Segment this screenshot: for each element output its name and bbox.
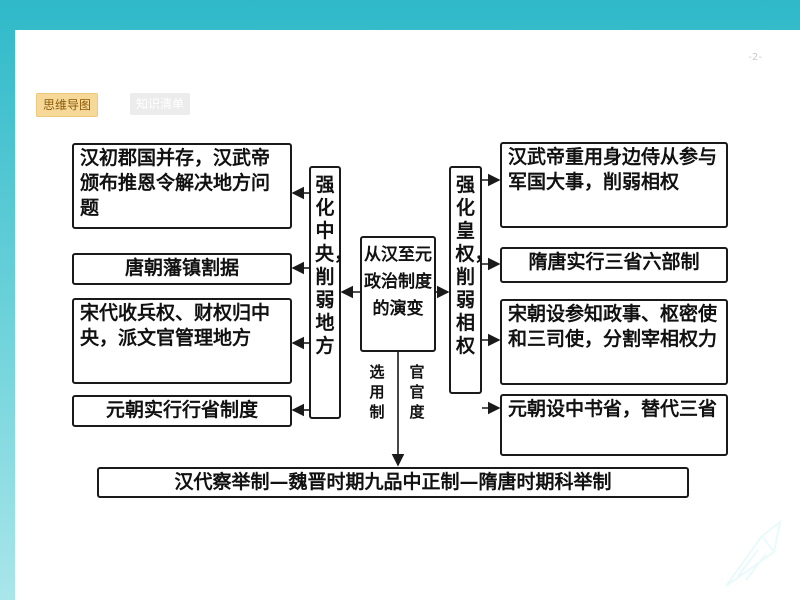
connector-arrows	[291, 173, 501, 467]
tab-mind-map[interactable]: 思维导图	[36, 93, 99, 117]
center-topic: 从汉至元政治制度的演变	[360, 236, 436, 352]
right-hub: 强化皇权，削弱相权	[449, 166, 494, 394]
right-item-yuan: 元朝设中书省，替代三省	[500, 394, 728, 456]
mind-map-diagram: 汉初郡国并存，汉武帝颁布推恩令解决地方问题 唐朝藩镇割据 宋代收兵权、财权归中央…	[72, 140, 732, 498]
right-hub-label: 强化皇权，削弱相权	[455, 174, 494, 357]
page-number: -2-	[748, 52, 762, 63]
left-item-song: 宋代收兵权、财权归中央，派文官管理地方	[72, 298, 292, 384]
left-hub: 强化中央，削弱地方	[309, 166, 354, 419]
right-item-song: 宋朝设参知政事、枢密使和三司使，分割宰相权力	[500, 299, 728, 385]
left-item-tang: 唐朝藩镇割据	[72, 253, 292, 285]
paper-plane-arrow-icon	[725, 519, 782, 587]
down-label-officials: 官官度	[409, 363, 425, 421]
left-item-han: 汉初郡国并存，汉武帝颁布推恩令解决地方问题	[72, 143, 292, 229]
tab-knowledge-list[interactable]: 知识清单	[130, 93, 191, 115]
right-item-suitang: 隋唐实行三省六部制	[500, 247, 728, 283]
left-item-yuan: 元朝实行行省制度	[72, 395, 292, 427]
left-hub-label: 强化中央，削弱地方	[315, 174, 354, 357]
right-item-han: 汉武帝重用身边侍从参与军国大事，削弱相权	[500, 142, 728, 228]
down-label-selection: 选用制	[369, 363, 385, 421]
bottom-timeline: 汉代察举制—魏晋时期九品中正制—隋唐时期科举制	[97, 467, 689, 498]
